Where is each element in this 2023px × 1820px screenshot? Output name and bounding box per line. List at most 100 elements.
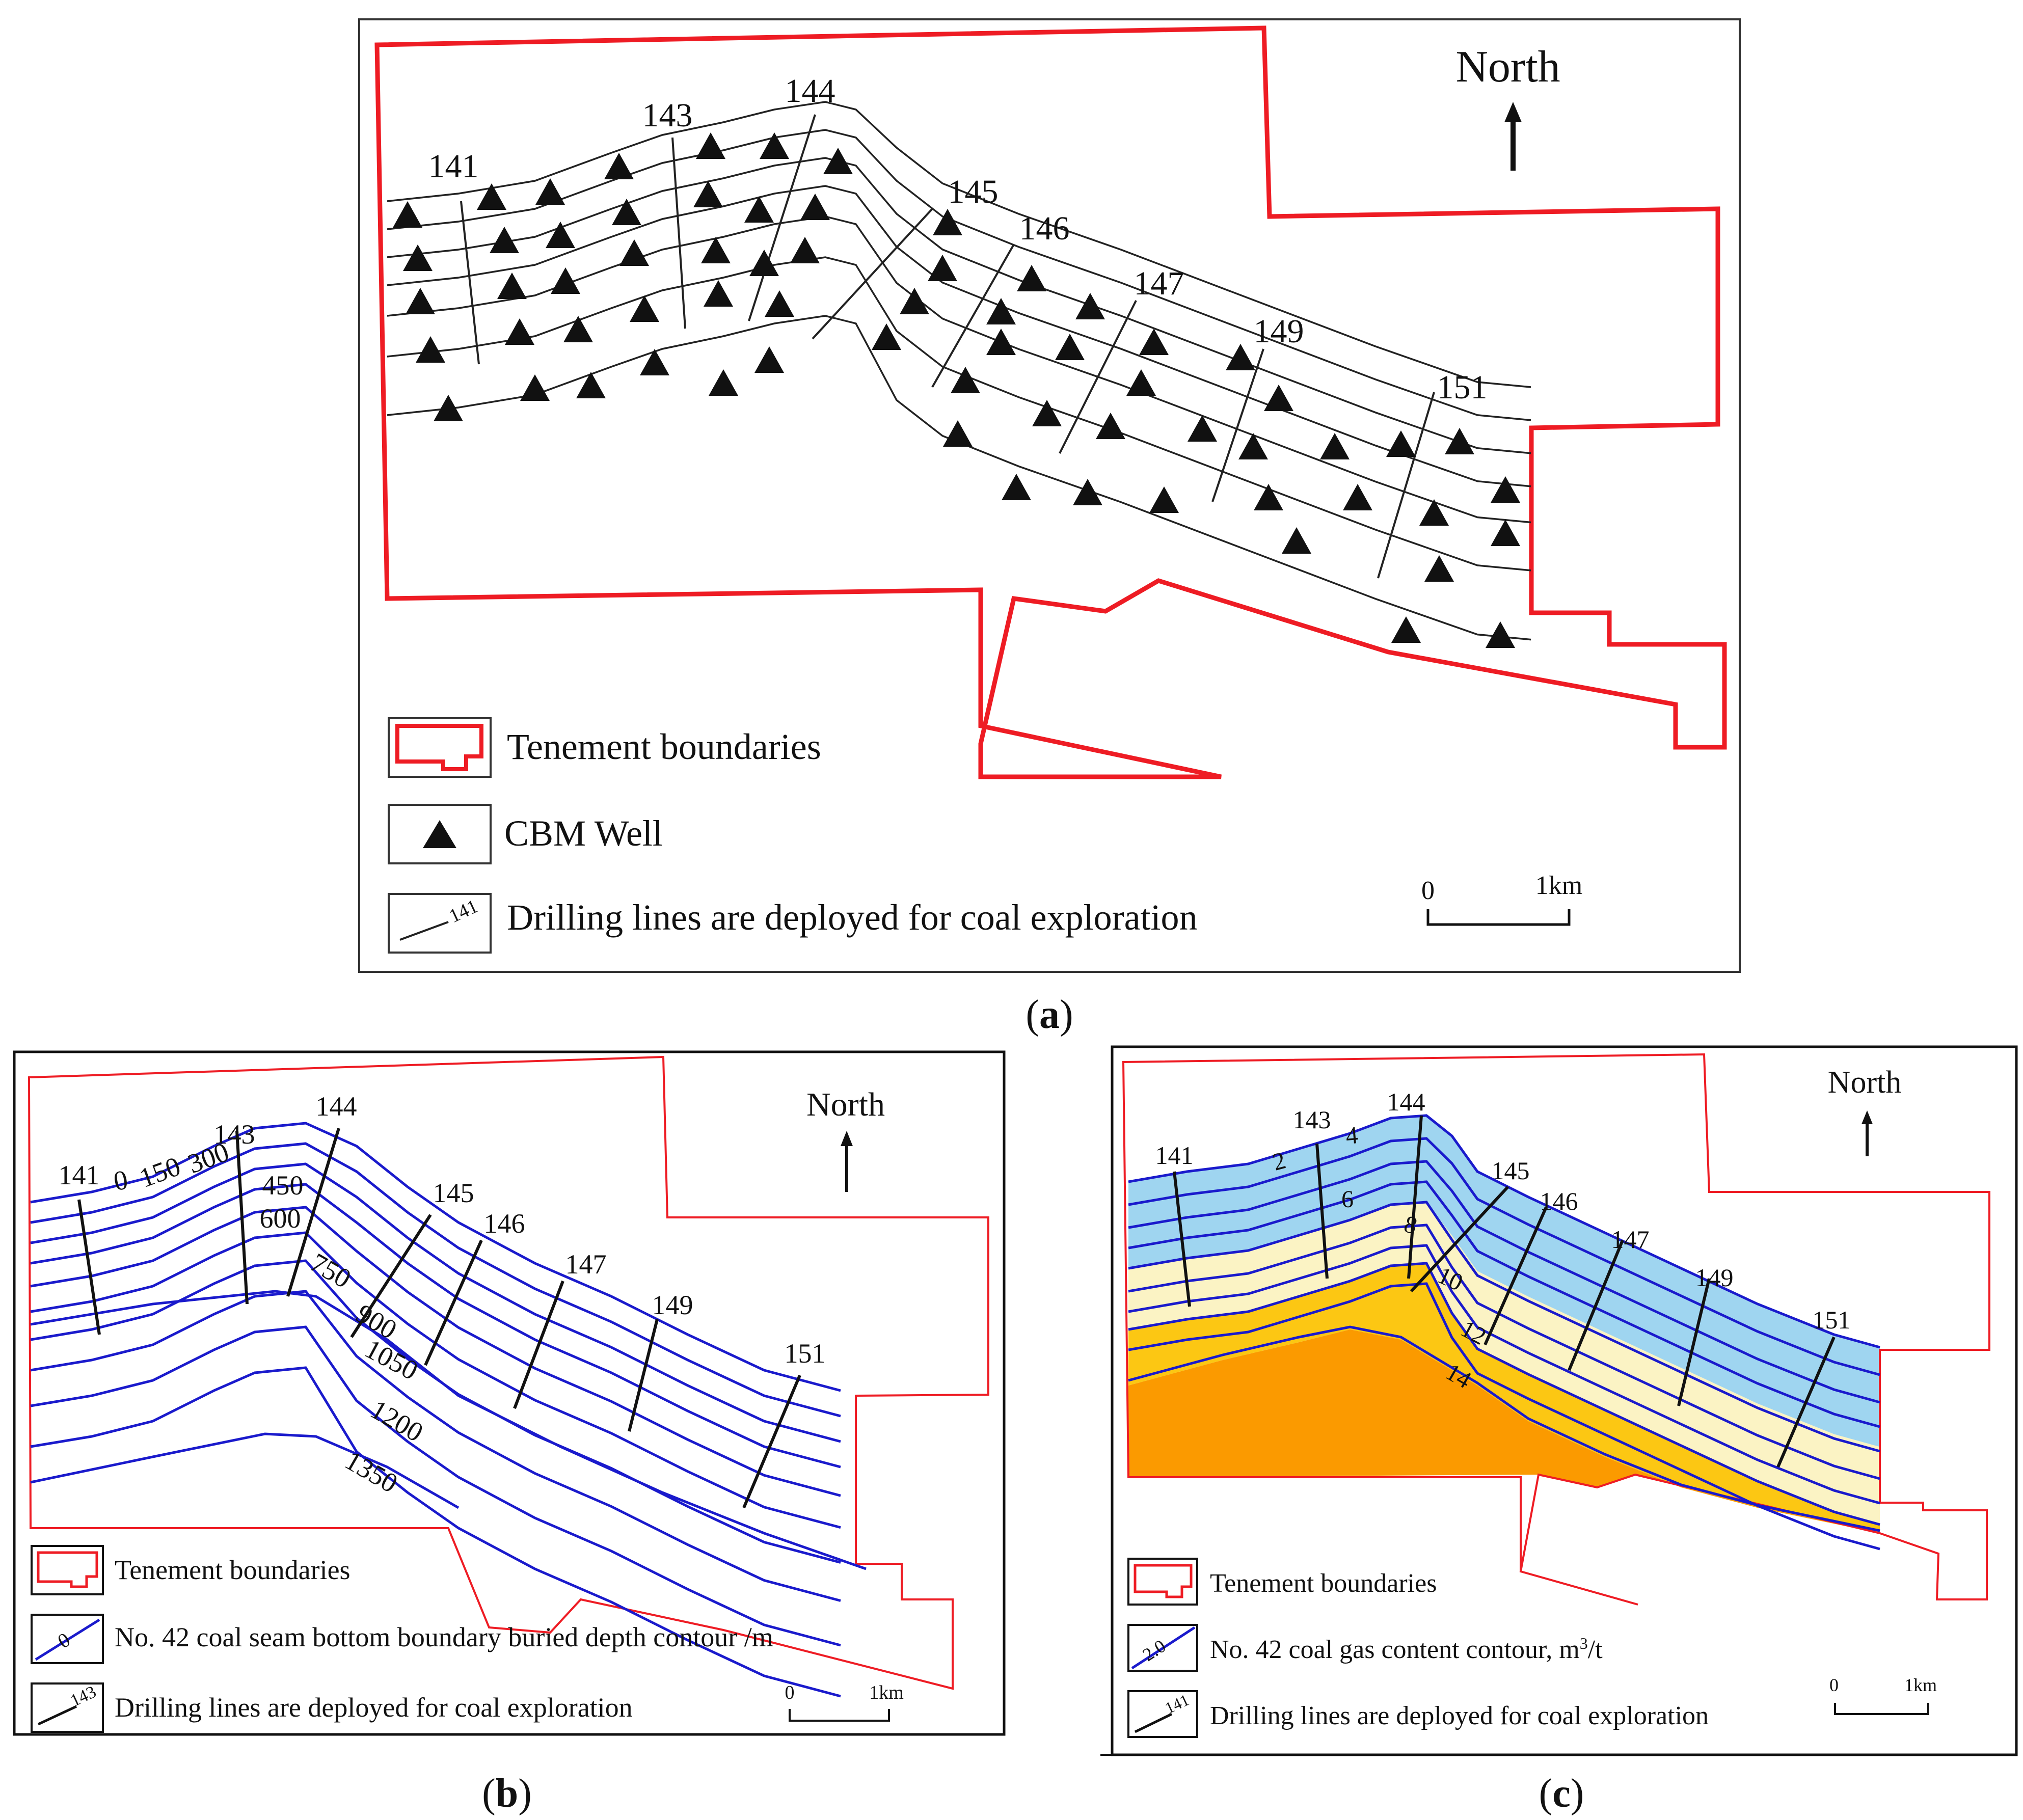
line-number-label: 149 [1695, 1263, 1734, 1292]
gas-zone-blue [1128, 1116, 1880, 1447]
line-number-label: 149 [652, 1290, 693, 1320]
north-arrowhead-icon [1862, 1110, 1873, 1124]
north-arrowhead-icon [1504, 102, 1522, 122]
cbm-well-icon [535, 178, 565, 205]
panel-b-north-label: North [806, 1086, 885, 1123]
line-number-label: 143 [1293, 1105, 1331, 1134]
depth-contour-line [30, 1231, 841, 1529]
cbm-well-icon [520, 374, 550, 401]
cbm-well-icon [1445, 428, 1474, 454]
gas-contour-line [1128, 1224, 1880, 1480]
cbm-well-icon [546, 222, 575, 248]
legend-contour-icon [1131, 1626, 1196, 1670]
drilling-line [1211, 348, 1264, 502]
cbm-well-icon [1032, 400, 1062, 426]
cbm-well-icon [1343, 484, 1372, 510]
gas-contour-line [1128, 1137, 1880, 1376]
cbm-well-icon [1491, 520, 1520, 546]
cbm-well-icon [1055, 334, 1085, 360]
cbm-well-icon [1264, 385, 1293, 411]
cbm-well-icon [477, 183, 506, 210]
seam-line [387, 101, 1531, 388]
gas-contour-line [1128, 1201, 1880, 1453]
legend-boundary-icon [1134, 1564, 1193, 1598]
cbm-well-icon [1226, 344, 1255, 370]
legend-boundary-icon [37, 1551, 98, 1588]
cbm-well-icon [900, 288, 929, 314]
cbm-well-icon [1075, 293, 1105, 319]
panel-b-drilling-lines [77, 1128, 801, 1509]
depth-contour-line [30, 1162, 841, 1443]
drilling-line [1315, 1143, 1329, 1279]
cbm-well-icon [754, 346, 784, 373]
scale-end-label: 1km [869, 1682, 904, 1703]
cbm-well-icon [1188, 415, 1217, 442]
gas-contour-line [1128, 1114, 1880, 1349]
drilling-line [424, 1239, 483, 1366]
caption-a: (a) [1026, 992, 1073, 1037]
panel-b-tenement-boundary [28, 1055, 989, 1690]
cbm-well-icon [986, 329, 1016, 355]
scale-end-label: 1km [1904, 1675, 1937, 1695]
line-number-label: 143 [642, 97, 693, 134]
panel-a-seam-lines [387, 101, 1531, 641]
contour-value-label: 450 [262, 1170, 304, 1201]
legend-drill-icon [37, 1705, 77, 1726]
cbm-well-icon [640, 349, 669, 375]
drilling-line [748, 114, 816, 321]
cbm-well-icon [701, 237, 731, 263]
legend-boundary-label: Tenement boundaries [507, 726, 821, 767]
cbm-well-icon [1424, 555, 1454, 582]
cbm-well-icon [693, 181, 723, 207]
line-number-label: 141 [1155, 1141, 1194, 1170]
drilling-line [931, 244, 1015, 388]
drilling-line [1407, 1115, 1423, 1279]
depth-contour-line [30, 1366, 841, 1698]
drilling-line [286, 1128, 340, 1297]
line-number-label: 151 [1813, 1306, 1851, 1334]
cbm-well-icon [1017, 265, 1046, 291]
cbm-well-icon [612, 199, 641, 225]
cbm-well-icon [933, 209, 962, 235]
cbm-well-icon [551, 267, 580, 294]
line-number-label: 145 [948, 173, 999, 210]
cbm-well-icon [1419, 499, 1449, 526]
cbm-well-icon [823, 148, 853, 174]
scale-bar [789, 1709, 890, 1722]
panel-b-frame [13, 1050, 1006, 1736]
line-number-label: 145 [433, 1178, 474, 1208]
drilling-line [1059, 300, 1137, 454]
line-number-label: 141 [428, 148, 479, 185]
gas-contour-line [1128, 1262, 1880, 1526]
cbm-well-icon [1320, 433, 1350, 459]
cbm-well-icon [790, 237, 820, 263]
drilling-line [1776, 1336, 1836, 1468]
drilling-line [671, 137, 686, 329]
gas-contour-line [1128, 1160, 1880, 1404]
depth-contour-line [30, 1122, 841, 1392]
cbm-well-icon [434, 395, 463, 421]
drilling-line [1483, 1206, 1548, 1346]
caption-c: (c) [1539, 1771, 1584, 1816]
line-number-label: 146 [1019, 210, 1070, 247]
contour-value-label: 6 [1341, 1186, 1354, 1213]
north-arrowhead-icon [841, 1131, 853, 1146]
cbm-well-icon [951, 367, 980, 393]
line-number-label: 143 [214, 1119, 255, 1150]
scale-bar [1834, 1703, 1929, 1715]
panel-a-scale-bar: 0 1km [1421, 871, 1582, 926]
scale-start-label: 0 [1829, 1675, 1839, 1695]
cbm-well-icon [403, 245, 433, 271]
cbm-well-icon [1139, 329, 1169, 355]
legend-boundary-symbol-box [31, 1545, 104, 1595]
depth-contour-line [30, 1142, 841, 1418]
cbm-well-icon [1486, 621, 1515, 648]
panel-b-north-arrow: North [806, 1086, 885, 1192]
depth-contour-line [30, 1325, 841, 1647]
panel-a-north-label: North [1455, 42, 1560, 92]
drilling-line [1377, 392, 1435, 579]
cbm-well-icon [709, 369, 738, 396]
